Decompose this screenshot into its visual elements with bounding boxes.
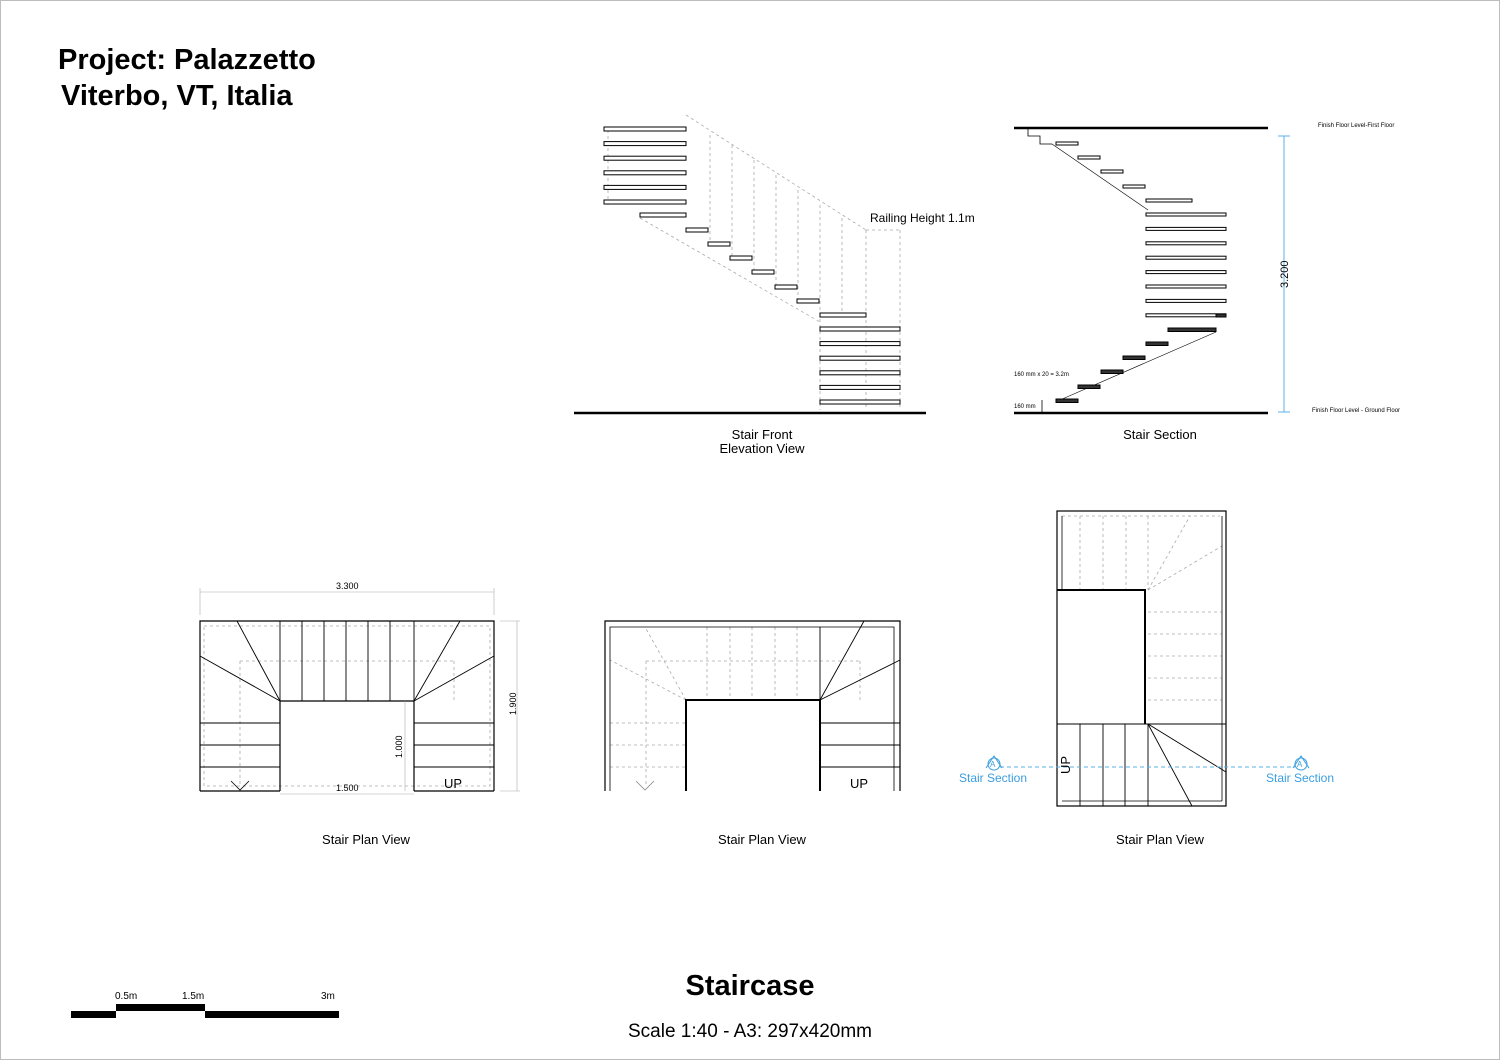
elevation-step-tread [819, 312, 867, 318]
section-marker-right[interactable] [1292, 755, 1310, 771]
elevation-step-tread [707, 241, 731, 247]
lower-landing-tread [819, 384, 901, 390]
plan1-depth-dim: 1.900 [508, 692, 518, 715]
section-landing-tread [1145, 298, 1227, 303]
section-caption: Stair Section [1123, 427, 1197, 442]
plan3-caption: Stair Plan View [1116, 832, 1204, 847]
plan2-inner-wall [685, 699, 821, 791]
elevation-treads [603, 126, 901, 405]
sheet-scale: Scale 1:40 - A3: 297x420mm [628, 1021, 872, 1042]
stair-section-view: 3.200 Finish Floor Level-First Floor Fin… [1014, 123, 1400, 415]
elevation-step-tread [729, 255, 753, 261]
riser-height-label: 160 mm [1014, 404, 1036, 410]
upper-landing-tread [603, 141, 687, 147]
riser-formula-label: 160 mm x 20 = 3.2m [1014, 372, 1069, 378]
section-cut-tread [1077, 384, 1101, 389]
section-cut-tread [1167, 327, 1217, 332]
section-landing-tread [1145, 270, 1227, 275]
plan2-outline [604, 620, 901, 791]
section-cut-tread [1145, 341, 1169, 346]
section-upper-tread [1145, 198, 1193, 203]
elevation-step-tread [685, 227, 709, 233]
front-elevation-caption: Stair Front Elevation View [642, 428, 882, 456]
top-step-profile [1027, 128, 1052, 145]
plan1-dimensions [199, 588, 520, 795]
lower-landing-tread [819, 355, 901, 361]
plan1-down-arrow [230, 780, 250, 791]
section-upper-tread [1100, 169, 1124, 174]
upper-landing-tread [603, 155, 687, 161]
stair-plan-view-3 [985, 510, 1310, 807]
ground-floor-level-label: Finish Floor Level - Ground Floor [1312, 408, 1400, 414]
lower-landing-tread [819, 326, 901, 332]
plan2-caption: Stair Plan View [718, 832, 806, 847]
plan3-inner-wall [1057, 589, 1146, 724]
plan1-bottom-dim: 1.500 [336, 783, 359, 793]
railing-hidden-lines [607, 114, 901, 410]
stair-plan-view-1 [199, 588, 520, 795]
upper-landing-tread [603, 170, 687, 176]
plan1-treads [199, 620, 495, 768]
upper-landing-tread [603, 184, 687, 190]
section-marker-right-label[interactable]: Stair Section [1266, 771, 1334, 785]
plan1-width-dim: 3.300 [336, 581, 359, 591]
section-cut-tread [1100, 369, 1124, 374]
section-landing-tread [1145, 241, 1227, 246]
elevation-step-tread [751, 269, 775, 275]
section-marker-left-label[interactable]: Stair Section [959, 771, 1027, 785]
plan1-up-label: UP [444, 776, 462, 791]
plan1-outline [199, 620, 495, 791]
plan1-opening-dim: 1.000 [394, 735, 404, 758]
plan2-treads [819, 620, 901, 768]
scale-label-3m: 3m [321, 991, 335, 1002]
front-elevation-caption-line1: Stair Front [731, 427, 793, 442]
section-upper-tread [1077, 155, 1101, 160]
section-upper-tread [1122, 184, 1146, 189]
section-treads [1055, 141, 1227, 403]
lower-landing-tread [819, 341, 901, 347]
plan1-hidden-lines [203, 625, 491, 787]
section-landing-tread [1145, 212, 1227, 217]
section-upper-tread [1055, 141, 1079, 146]
upper-stringer [1051, 143, 1149, 211]
plan2-up-label: UP [850, 776, 868, 791]
section-marker-left-letter: A [990, 760, 996, 769]
front-elevation-caption-line2: Elevation View [719, 441, 805, 456]
plan1-caption: Stair Plan View [322, 832, 410, 847]
sheet-title: Staircase [685, 970, 815, 1002]
lower-landing-tread [819, 370, 901, 376]
front-elevation-view: Railing Height 1.1m [574, 114, 975, 415]
plan3-treads [1057, 723, 1227, 807]
section-marker-right-letter: A [1297, 760, 1303, 769]
plan3-up-label: UP [1058, 756, 1073, 774]
elevation-step-tread [774, 284, 798, 290]
section-cut-tread [1215, 313, 1227, 318]
lower-stringer [1059, 331, 1217, 401]
plan3-hidden-lines [1062, 515, 1223, 701]
section-landing-tread [1145, 255, 1227, 260]
section-cut-tread [1055, 398, 1079, 403]
elevation-step-tread [639, 212, 687, 218]
section-landing-tread [1145, 226, 1227, 231]
stair-plan-view-2 [604, 620, 901, 791]
lower-landing-tread [819, 399, 901, 405]
height-dimension-text: 3.200 [1279, 260, 1291, 288]
project-title: Project: Palazzetto [58, 44, 316, 76]
plan2-hidden-lines [609, 626, 861, 785]
scale-bar [71, 1004, 339, 1018]
upper-landing-tread [603, 199, 687, 205]
section-marker-left[interactable] [985, 755, 1003, 771]
section-landing-tread [1145, 313, 1227, 318]
project-location: Viterbo, VT, Italia [61, 80, 293, 112]
section-cut-tread [1122, 355, 1146, 360]
railing-height-label: Railing Height 1.1m [870, 211, 975, 225]
first-floor-level-label: Finish Floor Level-First Floor [1318, 123, 1394, 129]
scale-label-1-5m: 1.5m [182, 991, 204, 1002]
elevation-step-tread [796, 298, 820, 304]
upper-landing-tread [603, 126, 687, 132]
scale-label-0-5m: 0.5m [115, 991, 137, 1002]
section-landing-tread [1145, 284, 1227, 289]
plan3-outline [1056, 510, 1227, 807]
